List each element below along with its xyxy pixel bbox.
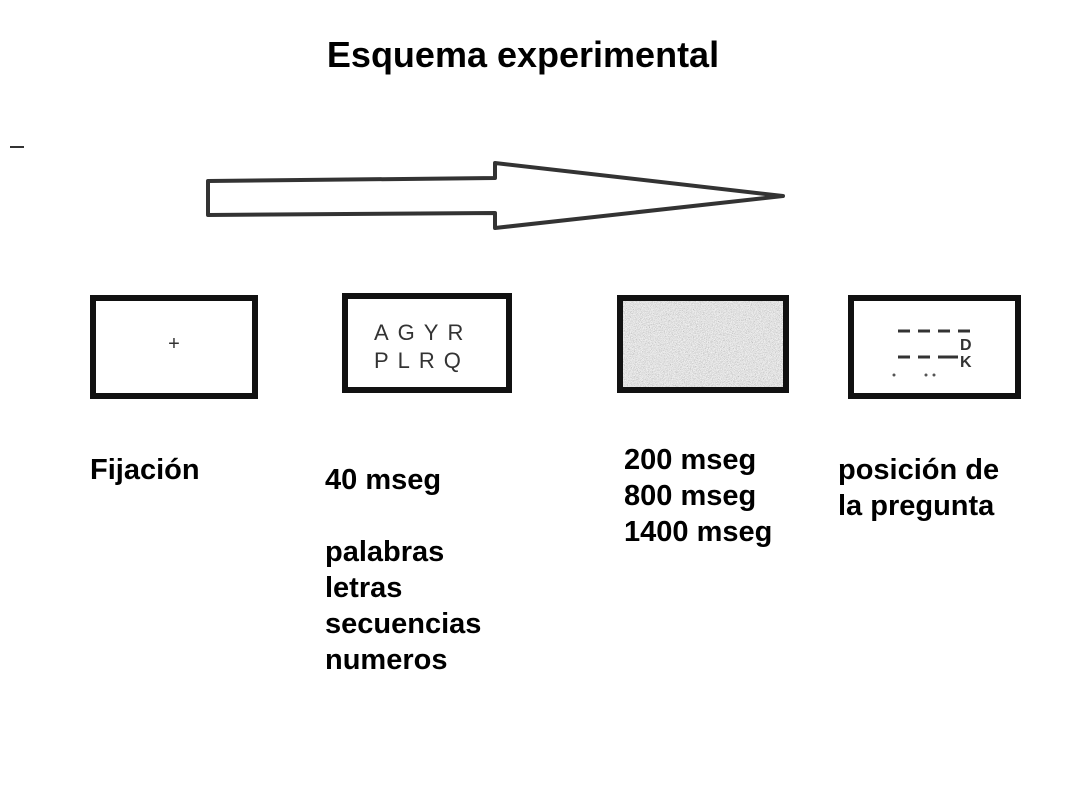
label-stimulus-line: secuencias [325, 608, 482, 640]
probe-letter-1: D [960, 337, 972, 354]
label-question-line: posición de [838, 454, 1000, 486]
timeline-arrow-icon [206, 161, 785, 230]
stimulus-line-1: AGYR [374, 320, 473, 345]
label-fixation: Fijación [90, 454, 200, 486]
stimulus-screen: AGYR PLRQ [342, 293, 512, 393]
label-question-line: la pregunta [838, 490, 995, 522]
fixation-screen: + [90, 295, 258, 399]
label-stimulus-line: 40 mseg [325, 464, 442, 496]
label-stimulus-spacer [325, 498, 481, 534]
label-stimulus: 40 mseg palabras letras secuencias numer… [325, 462, 481, 678]
probe-letter-2: K [960, 354, 972, 371]
stimulus-line-2: PLRQ [374, 348, 470, 373]
label-question: posición de la pregunta [838, 452, 999, 524]
stray-mark [10, 146, 24, 148]
question-screen: D K [848, 295, 1021, 399]
question-dashes-icon [892, 329, 970, 377]
diagram-title: Esquema experimental [326, 34, 720, 75]
label-stimulus-line: numeros [325, 644, 448, 676]
label-stimulus-line: letras [325, 572, 403, 604]
noise-mask-screen [617, 295, 789, 393]
label-mask-line: 200 mseg [624, 444, 757, 476]
label-stimulus-line: palabras [325, 536, 445, 568]
label-mask-line: 800 mseg [624, 480, 757, 512]
label-mask: 200 mseg 800 mseg 1400 mseg [624, 442, 772, 550]
label-mask-line: 1400 mseg [624, 516, 773, 548]
noise-texture [620, 298, 786, 390]
fixation-cross: + [168, 333, 180, 355]
